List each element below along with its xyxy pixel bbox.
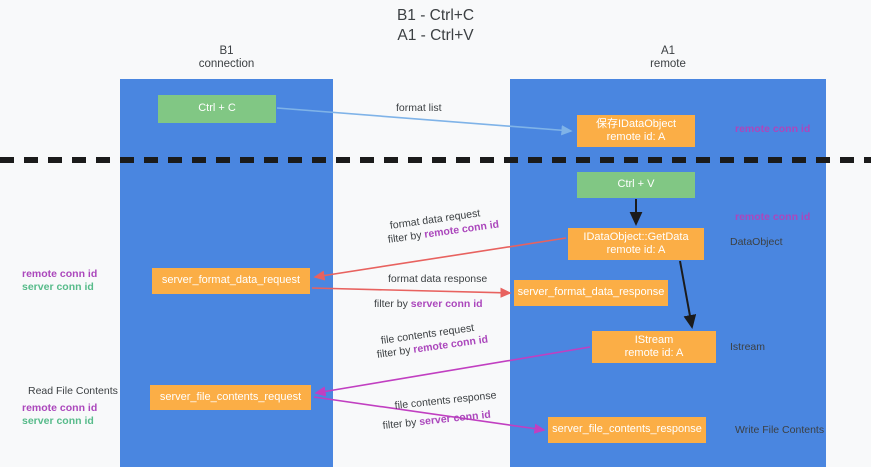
filter-prefix: filter by: [382, 416, 420, 432]
annotation-left-conn-ids-mid: remote conn id server conn id: [22, 268, 97, 294]
node-server-file-contents-response[interactable]: server_file_contents_response: [548, 417, 706, 443]
node-istream[interactable]: IStream remote id: A: [592, 331, 716, 363]
annotation-left-conn-ids-bottom: remote conn id server conn id: [22, 402, 97, 428]
lane-heading-a1: A1 remote: [650, 45, 686, 70]
annotation-right-remote-conn-id-mid: remote conn id: [735, 211, 811, 223]
annotation-left-server-conn-id-mid: server conn id: [22, 281, 94, 293]
node-save-idataobject[interactable]: 保存IDataObject remote id: A: [577, 115, 695, 147]
node-ctrl-c[interactable]: Ctrl + C: [158, 95, 276, 123]
connector-format-data-response: [311, 287, 512, 298]
connector-file-contents-response: [313, 396, 546, 434]
edge-label-format-data-response-filter: filter by server conn id: [374, 297, 483, 311]
filter-prefix: filter by: [374, 298, 411, 310]
diagram-title: B1 - Ctrl+C A1 - Ctrl+V: [396, 7, 475, 44]
annotation-right-dataobject: DataObject: [730, 236, 783, 248]
connector-getdata-istream: [679, 260, 697, 329]
lane-heading-b1: B1 connection: [198, 45, 255, 70]
node-server-format-data-request[interactable]: server_format_data_request: [152, 268, 310, 294]
node-idataobject-getdata[interactable]: IDataObject::GetData remote id: A: [568, 228, 704, 260]
annotation-left-remote-conn-id-mid: remote conn id: [22, 268, 98, 280]
phase-divider-dashed-line: [0, 157, 871, 163]
annotation-left-read-file-contents: Read File Contents: [28, 385, 118, 397]
connector-file-contents-request: [314, 346, 591, 397]
filter-key-server-conn-id: server conn id: [410, 298, 483, 310]
node-server-format-data-response[interactable]: server_format_data_response: [514, 280, 668, 306]
connector-format-list: [276, 107, 573, 136]
node-server-file-contents-request[interactable]: server_file_contents_request: [150, 385, 311, 410]
annotation-right-istream: Istream: [730, 341, 766, 353]
connector-format-data-request: [313, 237, 567, 281]
edge-label-format-list: format list: [396, 102, 442, 114]
annotation-left-remote-conn-id-bottom: remote conn id: [22, 402, 98, 414]
annotation-right-write-file-contents: Write File Contents: [735, 424, 825, 436]
annotation-left-server-conn-id-bottom: server conn id: [22, 415, 94, 427]
node-ctrl-v[interactable]: Ctrl + V: [577, 172, 695, 198]
annotation-right-remote-conn-id-top: remote conn id: [735, 123, 811, 135]
edge-label-format-data-response: format data response: [388, 273, 488, 285]
